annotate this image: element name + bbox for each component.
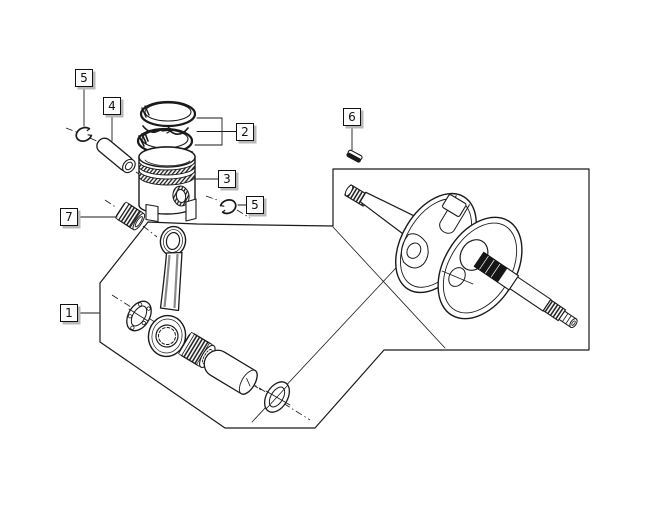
connecting-rod <box>147 225 187 358</box>
callout-number: 3 <box>223 172 231 186</box>
callout-number: 7 <box>65 210 73 224</box>
leader-lines <box>77 86 353 314</box>
crankshaft-output-shaft <box>473 251 578 329</box>
callout-number: 5 <box>80 71 88 85</box>
assembly-outline <box>99 168 590 429</box>
callout-number: 6 <box>348 110 356 124</box>
small-end-bearing <box>115 201 146 231</box>
axis-over-washer-right-2 <box>265 384 289 410</box>
circlip-right <box>219 199 237 215</box>
big-end-bearing <box>178 331 216 368</box>
axis-over-washer-left <box>128 308 149 322</box>
piston <box>138 146 197 223</box>
thrust-washer-left <box>126 300 152 332</box>
callout-label-4[interactable]: 4 <box>103 97 121 115</box>
callout-number: 5 <box>251 198 259 212</box>
crank-pin <box>203 349 262 395</box>
axis-over-washer-right-1 <box>265 390 291 406</box>
small-bearing-axis <box>104 199 158 238</box>
woodruff-key <box>346 149 363 163</box>
callout-label-2[interactable]: 2 <box>236 123 254 141</box>
callout-label-7[interactable]: 7 <box>60 208 78 226</box>
callout-label-1[interactable]: 1 <box>60 304 78 322</box>
callout-label-5-right[interactable]: 5 <box>246 196 264 214</box>
piston-pin <box>96 137 136 174</box>
mounting-reference-line <box>332 226 446 349</box>
callout-label-6[interactable]: 6 <box>343 108 361 126</box>
circlip-left <box>75 126 93 142</box>
callout-number: 4 <box>108 99 116 113</box>
callout-label-5-top[interactable]: 5 <box>75 69 93 87</box>
callout-number: 1 <box>65 306 73 320</box>
callout-label-3[interactable]: 3 <box>218 170 236 188</box>
callout-number: 2 <box>241 125 249 139</box>
crankshaft <box>344 184 578 329</box>
